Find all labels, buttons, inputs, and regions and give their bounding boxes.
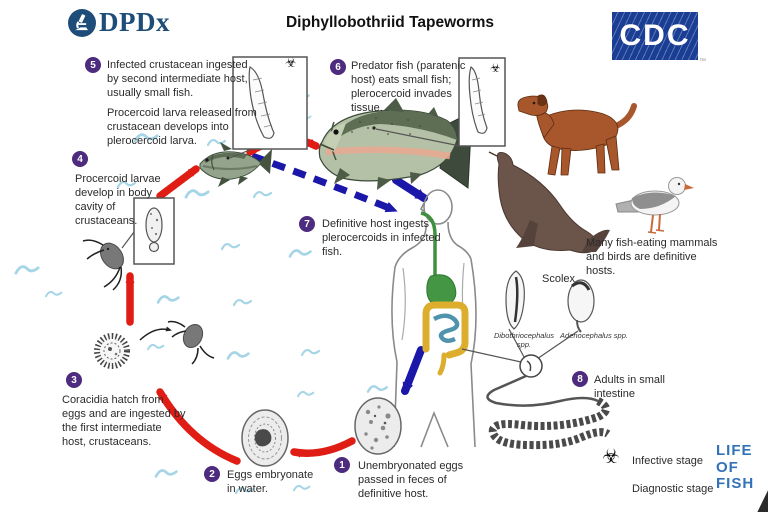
watermark-line: FISH [716, 475, 755, 492]
biohazard-icon: ☣ [490, 61, 501, 75]
sea-lion-illustration [488, 151, 610, 254]
stage-5-number: 5 [85, 57, 101, 73]
stage-5-text-2: Procercoid larva released from crustacea… [107, 107, 257, 147]
dpdx-logo-text: DPDx [99, 7, 170, 37]
stage-7-text: Definitive host ingests plerocercoids in… [322, 218, 441, 258]
life-of-fish-watermark: LIFE OF FISH [716, 442, 755, 493]
cdc-trademark: ™ [699, 58, 706, 65]
scolex-illustrations [505, 270, 595, 360]
copepod-stage4-illustration [82, 239, 124, 291]
stage-2-number: 2 [204, 466, 220, 482]
legend-infective-label: Infective stage [632, 455, 703, 467]
cdc-logo: CDC [612, 12, 698, 60]
stage-8-number: 8 [572, 371, 588, 387]
egg-unembryonated-illustration [354, 397, 402, 455]
definitive-hosts-note: Many fish-eating mammals and birds are d… [586, 237, 718, 277]
legend-diagnostic-label: Diagnostic stage [632, 483, 714, 495]
procercoid-inset-box [121, 197, 175, 265]
watermark-line: OF [716, 458, 739, 476]
stage-5-text: Infected crustacean ingested by second i… [107, 59, 248, 99]
stage-2-text: Eggs embryonate in water. [227, 469, 314, 495]
egg-embryonated-illustration [241, 409, 289, 467]
dpdx-logo: DPDx [68, 7, 170, 38]
arrow-dashed-fish-to-human [250, 152, 398, 214]
stage-6-number: 6 [330, 59, 346, 75]
biohazard-icon: ☣ [285, 56, 297, 71]
cdc-logo-text: CDC [619, 19, 691, 52]
stage-6-text: Predator fish (paratenic host) eats smal… [351, 60, 466, 114]
stage-4-text: Procercoid larvae develop in body cavity… [75, 173, 161, 227]
tapeworm-illustration [461, 348, 611, 450]
stage-7-number: 7 [299, 216, 315, 232]
page-title: Diphyllobothriid Tapeworms [285, 14, 495, 31]
gull-illustration [615, 177, 694, 234]
species-label-right: Adenocephalus spp. [560, 331, 628, 340]
species-label-left: Dibothriocephalus spp. [493, 331, 555, 349]
stage-8-text: Adults in small intestine [594, 374, 665, 400]
arrow-coracidium-to-copepod [139, 326, 172, 341]
plerocercoid-box-left [229, 56, 308, 159]
watermark-line: LIFE [716, 442, 753, 459]
stage-4-number: 4 [72, 151, 88, 167]
plerocercoid-box-right [375, 57, 506, 147]
stage-1-text: Unembryonated eggs passed in feces of de… [358, 460, 464, 500]
coracidium-illustration [94, 333, 130, 369]
human-illustration [391, 189, 477, 448]
stage-3-number: 3 [66, 372, 82, 388]
blue-arrows [392, 176, 428, 395]
stage-1-number: 1 [334, 457, 350, 473]
copepod-stage3-illustration [167, 320, 215, 365]
dpdx-globe-icon [68, 8, 96, 37]
dog-illustration [517, 94, 637, 176]
stage-3-text: Coracidia hatch from eggs and are ingest… [62, 394, 186, 448]
scolex-label: Scolex [542, 273, 576, 285]
biohazard-icon: ☣ [602, 444, 620, 468]
